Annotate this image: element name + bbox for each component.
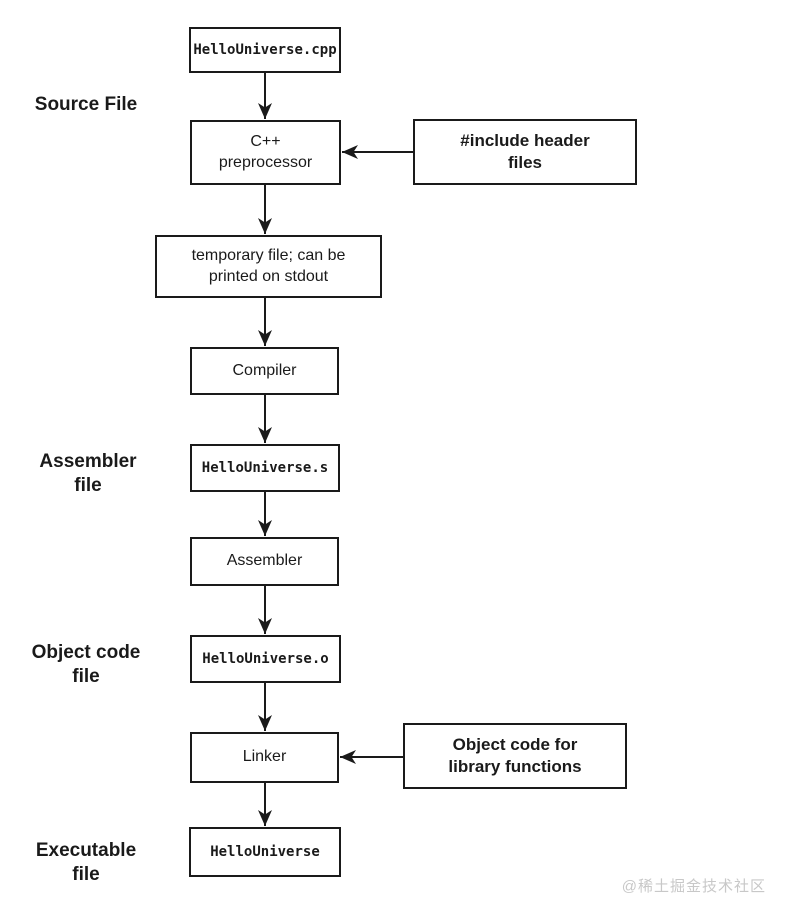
node-assembler-box: Assembler bbox=[190, 537, 339, 586]
node-linker-box: Linker bbox=[190, 732, 339, 783]
stage-label-source-file: Source File bbox=[34, 94, 138, 115]
node-compiler-box: Compiler bbox=[190, 347, 339, 395]
node-executable-box: HelloUniverse bbox=[189, 827, 341, 877]
node-object-file-box: HelloUniverse.o bbox=[190, 635, 341, 683]
stage-label-assembler-file: Assembler file bbox=[39, 451, 137, 496]
node-assembly-file-box: HelloUniverse.s bbox=[190, 444, 340, 492]
node-source-file-box: HelloUniverse.cpp bbox=[189, 27, 341, 73]
watermark-text: @稀土掘金技术社区 bbox=[621, 878, 766, 895]
node-preprocessor-box: C++ preprocessor bbox=[190, 120, 341, 185]
node-temporary-file-box: temporary file; can be printed on stdout bbox=[155, 235, 382, 298]
stage-label-executable-file: Executable file bbox=[35, 840, 137, 885]
note-include-headers-box: #include header files bbox=[413, 119, 637, 185]
note-object-code-library-box: Object code for library functions bbox=[403, 723, 627, 789]
stage-label-object-code-file: Object code file bbox=[31, 642, 141, 687]
